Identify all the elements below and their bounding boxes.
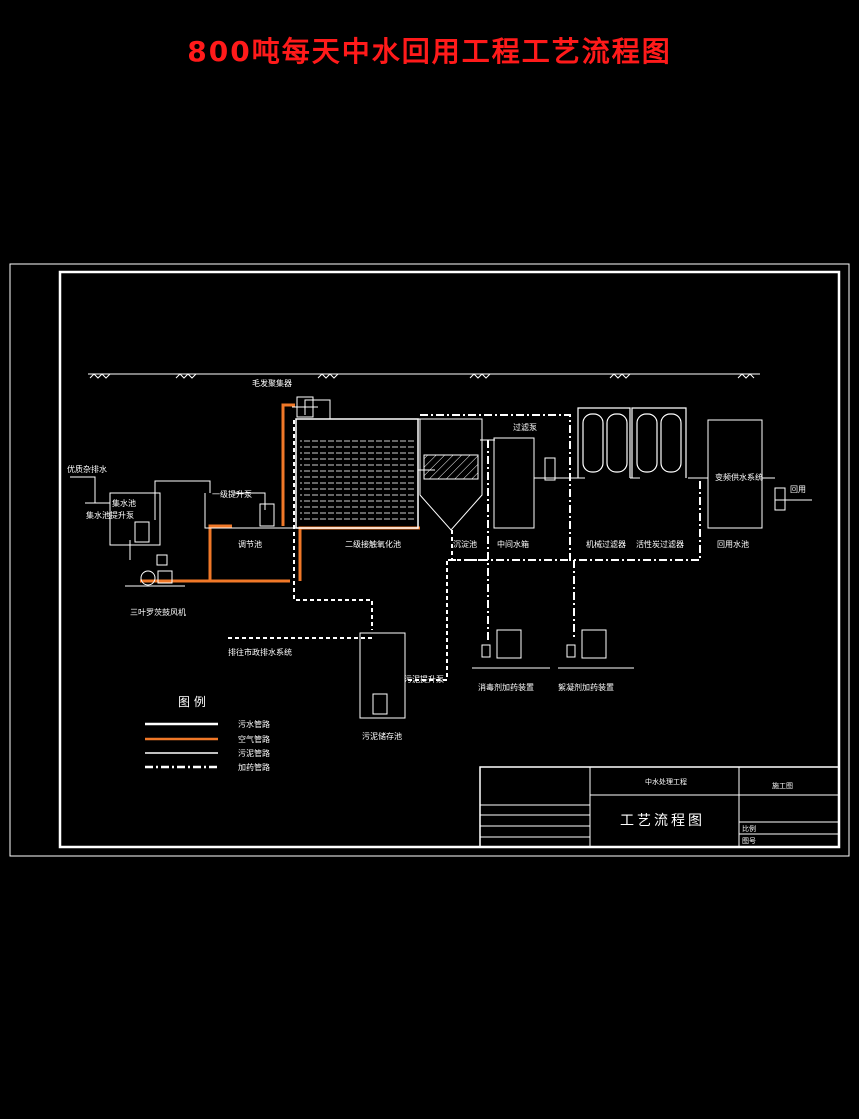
inner-frame [58, 270, 841, 849]
legend-item-dosing: 加药管路 [238, 762, 270, 772]
label-regulating-tank: 调节池 [238, 539, 262, 549]
label-sedimentation-tank: 沉淀池 [453, 539, 477, 549]
hair-collector [292, 396, 318, 418]
sedimentation-tank [419, 418, 483, 531]
label-blower: 三叶罗茨鼓风机 [130, 607, 186, 617]
sludge-tank [359, 632, 406, 719]
label-hair-collector: 毛发聚集器 [252, 378, 292, 388]
title-block-stage: 施工图 [772, 781, 793, 790]
label-flocculant-dosing: 絮凝剂加药装置 [558, 682, 614, 692]
title-block-sheet-label: 图号 [742, 837, 756, 845]
disinfectant-dosing-unit [472, 629, 550, 669]
title-block-drawing: 工艺流程图 [620, 813, 705, 829]
label-reuse-tank: 回用水池 [717, 539, 749, 549]
label-well-pump: 集水池提升泵 [86, 510, 134, 520]
legend: 图 例 污水管路 空气管路 污泥管路 加药管路 [145, 695, 270, 772]
label-intermediate-tank: 中间水箱 [497, 539, 529, 549]
label-bio-oxidation-tank: 二级接触氧化池 [345, 539, 401, 549]
label-lift-pump: 一级提升泵 [212, 489, 252, 499]
label-sand-filter: 机械过滤器 [586, 539, 626, 549]
dosing-pipes [420, 414, 701, 640]
blower [125, 554, 185, 587]
outer-frame [9, 263, 850, 857]
label-collection-well: 集水池 [112, 498, 136, 508]
ground-line [88, 373, 760, 379]
label-carbon-filter: 活性炭过滤器 [636, 539, 684, 549]
label-filter-pump: 过滤泵 [513, 422, 537, 432]
sand-filters [577, 407, 631, 478]
label-reuse: 回用 [790, 485, 806, 494]
intermediate-tank [493, 437, 556, 529]
label-municipal-drain: 排往市政排水系统 [228, 647, 292, 657]
label-sludge-tank: 污泥储存池 [362, 731, 402, 741]
label-low-quality-drain: 优质杂排水 [67, 464, 107, 474]
collection-well [85, 492, 161, 546]
reuse-tank [707, 419, 786, 529]
title-block [479, 766, 840, 848]
legend-heading: 图 例 [178, 695, 206, 709]
flocculant-dosing-unit [558, 629, 634, 669]
legend-item-sewage: 污水管路 [238, 719, 270, 729]
label-freq-supply: 变频供水系统 [715, 472, 763, 482]
carbon-filters [631, 407, 687, 478]
label-sludge-pump: 污泥提升泵 [404, 674, 444, 684]
legend-item-air: 空气管路 [238, 734, 270, 744]
legend-item-sludge: 污泥管路 [238, 748, 270, 758]
label-disinfectant-dosing: 消毒剂加药装置 [478, 682, 534, 692]
title-block-project: 中水处理工程 [645, 777, 687, 786]
title-block-scale-label: 比例 [742, 824, 756, 833]
page-title: 800吨每天中水回用工程工艺流程图 [187, 35, 672, 68]
bio-oxidation-tank [295, 418, 419, 529]
